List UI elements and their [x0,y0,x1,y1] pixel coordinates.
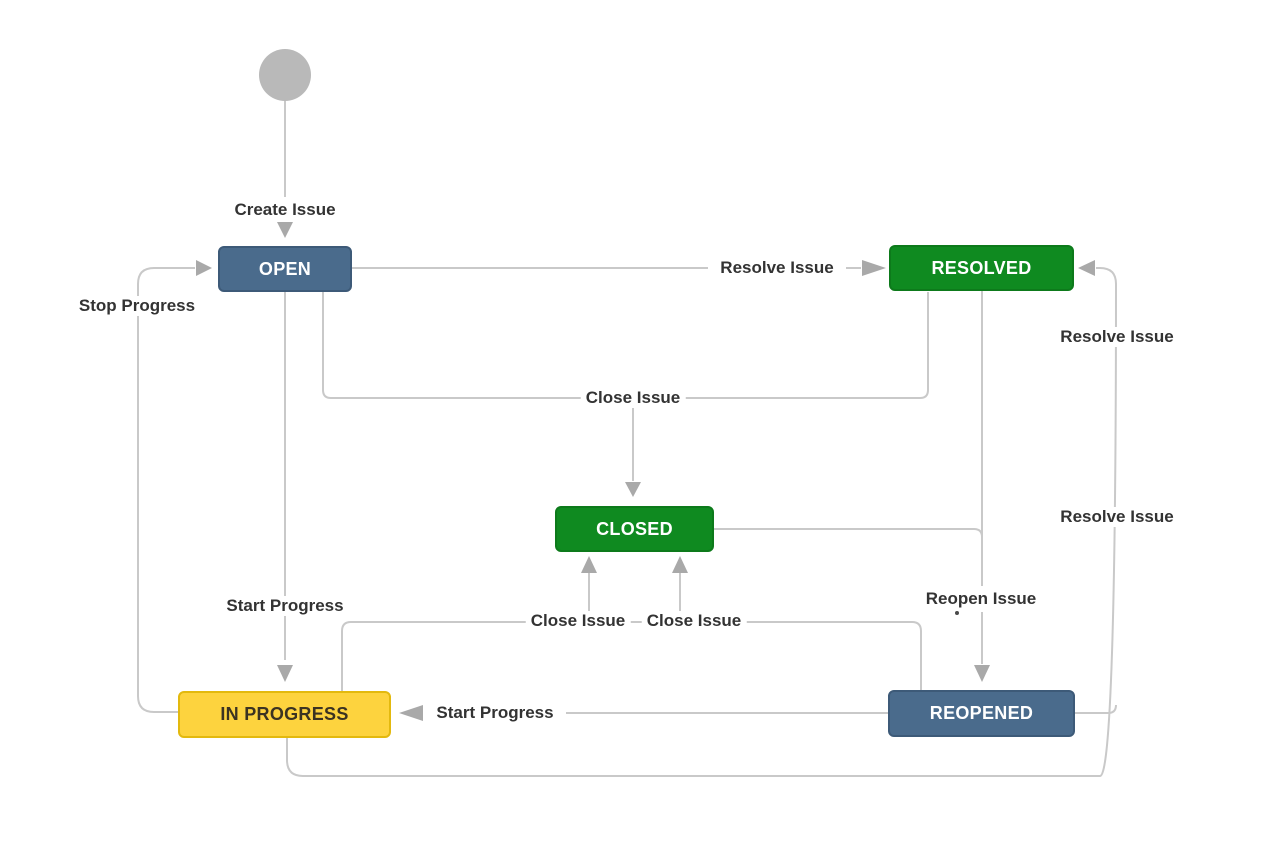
transition-label-resolve-issue-open[interactable]: Resolve Issue [715,258,839,278]
status-node-open[interactable]: OPEN [218,246,352,292]
transition-label-create-issue[interactable]: Create Issue [229,200,341,220]
start-node-circle[interactable] [259,49,311,101]
status-node-closed[interactable]: CLOSED [555,506,714,552]
arrowhead-start-progress-open [277,665,293,682]
arrowhead-close-issue-top [625,482,641,497]
status-node-resolved[interactable]: RESOLVED [889,245,1074,291]
transition-label-close-issue-top[interactable]: Close Issue [580,388,686,408]
arrowhead-stop-progress [196,260,212,276]
edge-resolve-issue-right-line [286,267,1118,777]
edge-close-issue-lower-line [341,621,922,691]
arrowhead-resolve-issue-right [1078,260,1095,276]
edge-stop-progress-line [137,267,195,713]
edge-close-issue-top-line [322,292,929,399]
arrowhead-close-issue-inprogress [581,556,597,573]
arrowhead-close-issue-reopened [672,556,688,573]
status-node-in-progress[interactable]: IN PROGRESS [178,691,391,738]
transition-label-resolve-issue-upper-right[interactable]: Resolve Issue [1055,327,1179,347]
status-node-reopened[interactable]: REOPENED [888,690,1075,737]
edge-reopen-issue-closed-connector [714,528,983,538]
transition-label-start-progress-open[interactable]: Start Progress [221,596,349,616]
transition-label-close-issue-reopened[interactable]: Close Issue [641,611,747,631]
edge-resolve-issue-reopened-connector [1075,704,1117,714]
transition-label-reopen-issue[interactable]: Reopen Issue [920,589,1042,609]
artifact-dot [955,611,959,615]
arrowhead-start-progress-reopened [399,705,423,721]
arrowhead-resolve-issue-open [862,260,886,276]
transition-label-close-issue-inprogress[interactable]: Close Issue [525,611,631,631]
arrowhead-reopen-issue [974,665,990,682]
transition-label-start-progress-reopened[interactable]: Start Progress [431,703,559,723]
arrowhead-create-issue [277,222,293,238]
transition-label-resolve-issue-lower-right[interactable]: Resolve Issue [1055,507,1179,527]
transition-label-stop-progress[interactable]: Stop Progress [73,296,201,316]
